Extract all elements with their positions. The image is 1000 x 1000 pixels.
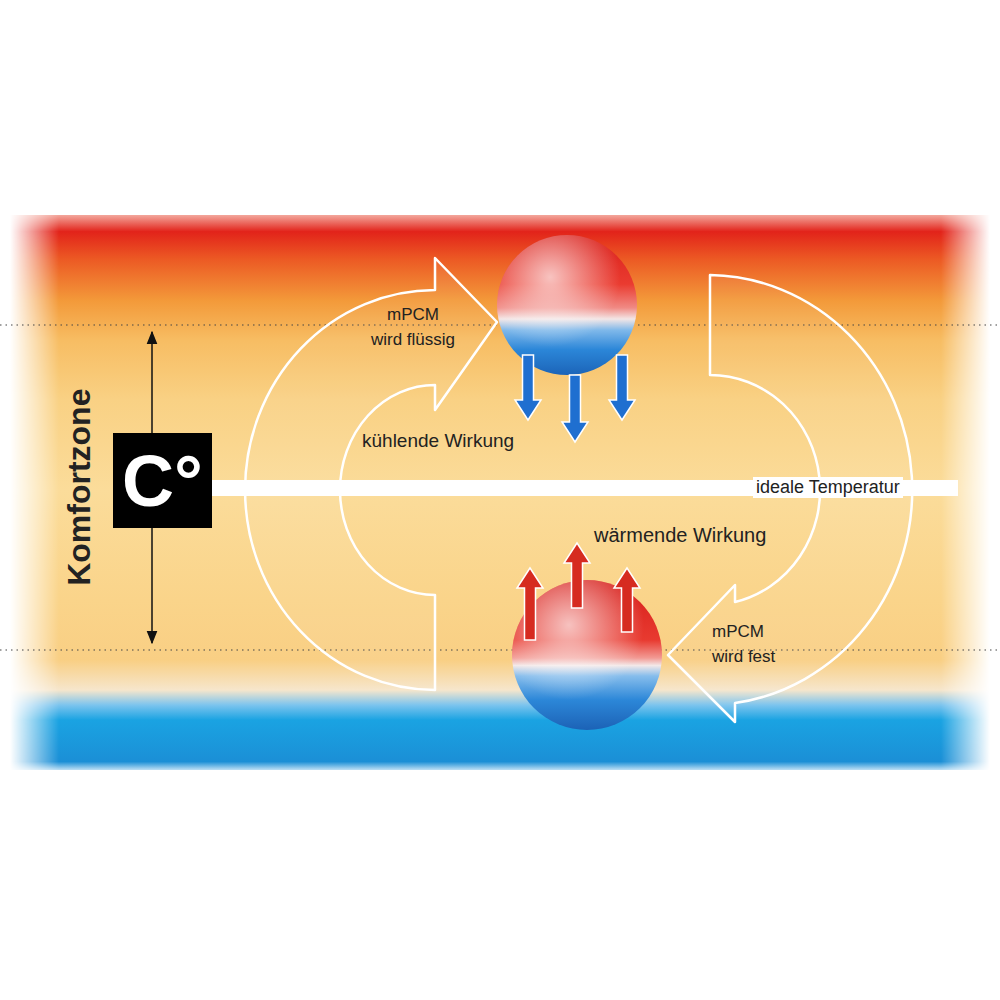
cooling-arrows — [515, 355, 635, 442]
logo-text: C° — [122, 445, 203, 517]
effect-label: wärmende Wirkung — [594, 521, 766, 550]
logo-box: C° — [113, 433, 212, 528]
effect-label: kühlende Wirkung — [362, 427, 514, 455]
state-label: mPCM wird fest — [712, 620, 778, 669]
melting-capsule — [497, 235, 637, 375]
state-label: mPCM wird flüssig — [370, 303, 457, 352]
warming-arrow — [614, 568, 640, 632]
cycle-arrow-melting — [245, 258, 497, 690]
capsule-highlight — [497, 235, 637, 375]
cooling-arrow — [609, 355, 635, 420]
temperature-band — [10, 215, 990, 770]
lower-limit-line — [0, 649, 1000, 650]
axis-label: Komfortzone — [57, 388, 103, 585]
cooling-arrow — [515, 355, 541, 420]
ideal-temperature-label: ideale Temperatur — [753, 477, 903, 498]
warming-arrow — [564, 543, 590, 608]
warming-arrows — [517, 543, 640, 640]
cycle-arrow-solidifying — [668, 275, 912, 722]
cooling-arrow — [562, 375, 588, 442]
capsule-sphere — [497, 235, 637, 375]
warming-arrow — [517, 568, 543, 640]
